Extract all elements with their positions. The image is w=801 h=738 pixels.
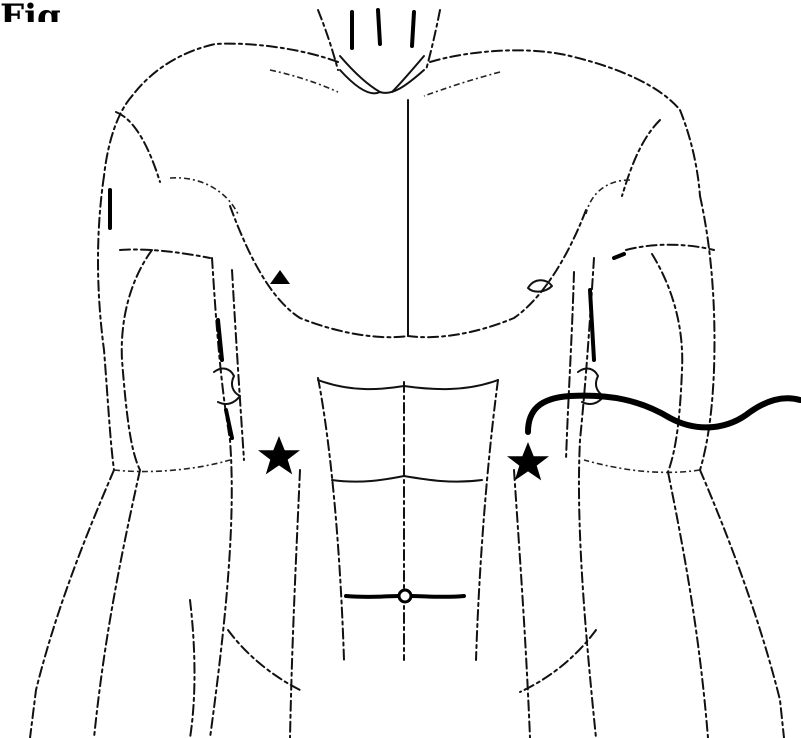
shoulders <box>104 44 700 196</box>
left-arm <box>584 196 784 738</box>
port-right-abdomen-star-icon <box>258 436 300 474</box>
right-arm <box>30 176 230 738</box>
abdominals <box>290 378 530 738</box>
hips <box>190 600 596 738</box>
neck <box>318 10 440 93</box>
port-left-abdomen-star-icon <box>507 442 549 480</box>
chest <box>170 100 630 337</box>
